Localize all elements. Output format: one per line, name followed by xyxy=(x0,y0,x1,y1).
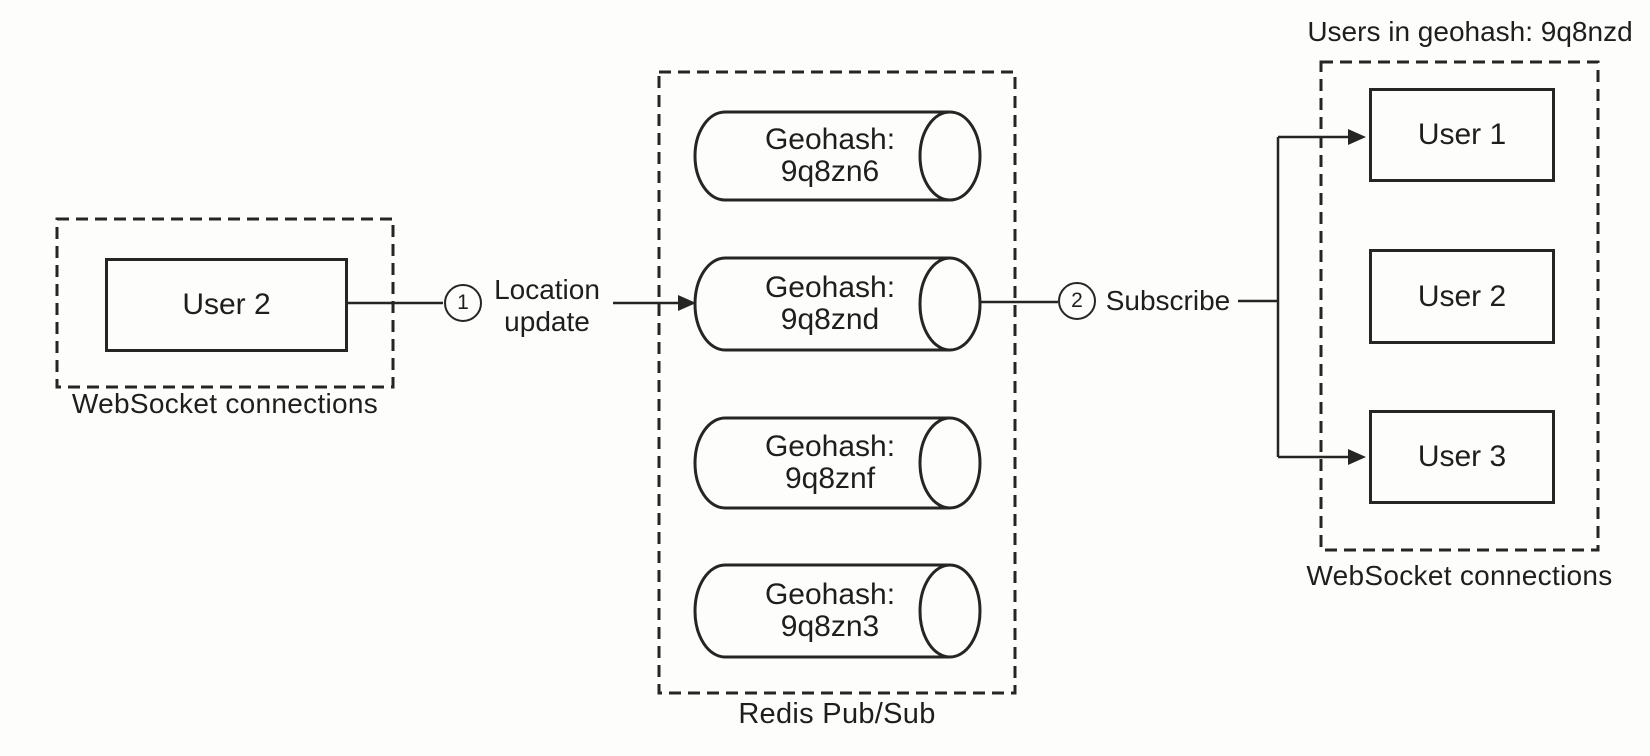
right-group-label: WebSocket connections xyxy=(1306,560,1613,591)
redis-pubsub-frame xyxy=(657,70,1017,695)
right-websocket-group-frame xyxy=(1319,60,1600,552)
channel-1-code: 9q8zn6 xyxy=(780,155,880,188)
user-node-right-user3-label: User 3 xyxy=(1417,440,1507,473)
step-1-label-line2: update xyxy=(504,306,590,337)
step-1-label-line1: Location xyxy=(494,274,600,305)
cylinder-channel-9q8znf xyxy=(693,416,982,510)
channel-3-text: Geohash: 9q8znf xyxy=(705,430,955,496)
step-2-badge: 2 xyxy=(1058,282,1096,320)
right-group-title: Users in geohash: 9q8nzd xyxy=(1307,16,1633,47)
channel-2-title: Geohash: xyxy=(764,271,896,304)
cylinder-channel-9q8zn3 xyxy=(693,563,982,659)
step-2-number: 2 xyxy=(1071,289,1083,312)
step-1-label: Location update xyxy=(487,274,607,338)
redis-group-label: Redis Pub/Sub xyxy=(738,698,936,730)
user-node-right-user3: User 3 xyxy=(1369,410,1555,504)
user-node-left-user2: User 2 xyxy=(105,258,348,352)
arrowhead-into-user1 xyxy=(1348,129,1366,145)
channel-1-text: Geohash: 9q8zn6 xyxy=(705,123,955,189)
user-node-right-user1: User 1 xyxy=(1369,88,1555,182)
arrowhead-into-channel xyxy=(678,295,696,311)
user-node-left-user2-label: User 2 xyxy=(182,288,271,321)
channel-4-text: Geohash: 9q8zn3 xyxy=(705,578,955,644)
user-node-right-user2: User 2 xyxy=(1369,249,1555,344)
channel-4-code: 9q8zn3 xyxy=(780,610,880,643)
channel-3-code: 9q8znf xyxy=(784,462,876,495)
step-1-number: 1 xyxy=(457,291,469,314)
left-group-label: WebSocket connections xyxy=(71,388,379,419)
channel-2-code: 9q8znd xyxy=(780,303,880,336)
cylinder-channel-9q8zn6 xyxy=(693,110,982,202)
channel-2-text: Geohash: 9q8znd xyxy=(705,271,955,337)
channel-4-title: Geohash: xyxy=(764,578,896,611)
channel-3-title: Geohash: xyxy=(764,430,896,463)
user-node-right-user2-label: User 2 xyxy=(1417,279,1507,313)
user-node-right-user1-label: User 1 xyxy=(1417,118,1507,151)
cylinder-channel-9q8znd xyxy=(693,256,982,352)
step-2-label: Subscribe xyxy=(1105,285,1231,316)
arrowhead-into-user3 xyxy=(1348,449,1366,465)
channel-1-title: Geohash: xyxy=(764,123,896,156)
step-1-badge: 1 xyxy=(444,284,482,322)
